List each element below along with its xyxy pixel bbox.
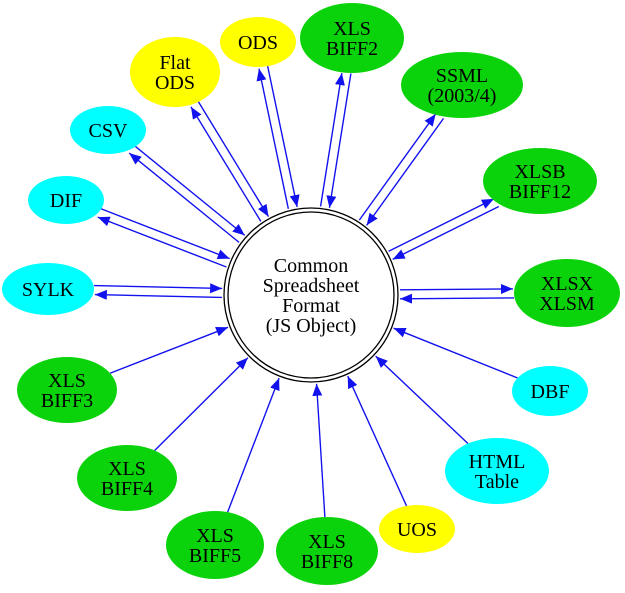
center-node-label: Spreadsheet xyxy=(263,275,360,297)
node-flat-ods-label: ODS xyxy=(155,72,195,94)
node-csv: CSV xyxy=(70,106,146,154)
edge-center-to-flat-ods xyxy=(190,106,262,222)
edge-uos-to-center xyxy=(347,375,408,507)
node-xls-biff5-shape xyxy=(166,511,264,579)
edge-xls-biff8-to-center xyxy=(312,383,326,518)
node-ssml-shape xyxy=(401,52,523,118)
center-node-inner-circle xyxy=(227,211,395,379)
edge-center-to-dif xyxy=(97,216,227,268)
node-dbf: DBF xyxy=(512,366,588,416)
nodes-layer: FlatODSODSXLSBIFF2SSML(2003/4)XLSBBIFF12… xyxy=(2,3,620,585)
node-dif-label: DIF xyxy=(50,190,82,212)
edge-html-table-to-center xyxy=(375,355,469,445)
node-ods: ODS xyxy=(220,17,296,67)
node-ssml: SSML(2003/4) xyxy=(401,52,523,118)
node-xlsx-xlsm-label: XLSM xyxy=(539,293,595,315)
edge-csv-to-center xyxy=(133,144,246,236)
node-uos-shape xyxy=(379,505,455,553)
node-xls-biff5-label: XLS xyxy=(196,525,234,547)
edge-center-to-xlsb-biff12 xyxy=(388,198,495,252)
node-xls-biff8-label: XLS xyxy=(308,531,346,553)
center-node-outer-circle xyxy=(223,207,399,383)
node-xls-biff2-label: XLS xyxy=(333,18,371,40)
node-flat-ods-shape xyxy=(130,37,220,107)
node-xls-biff8-shape xyxy=(276,517,378,585)
edge-sylk-to-center xyxy=(94,283,223,294)
node-csv-shape xyxy=(70,106,146,154)
node-sylk-label: SYLK xyxy=(22,279,75,301)
node-xls-biff2-shape xyxy=(300,3,404,73)
node-uos: UOS xyxy=(379,505,455,553)
node-sylk: SYLK xyxy=(2,263,94,315)
edge-dif-to-center xyxy=(99,207,230,260)
edges-layer xyxy=(94,65,518,518)
edge-xlsx-xlsm-to-center xyxy=(400,293,515,304)
edge-xls-biff5-to-center xyxy=(226,377,280,513)
node-dbf-label: DBF xyxy=(531,381,570,403)
edge-ssml-to-center xyxy=(366,117,445,226)
center-node-label: (JS Object) xyxy=(266,315,357,337)
node-xls-biff3-label: XLS xyxy=(48,370,86,392)
edge-center-to-xlsx-xlsm xyxy=(399,284,513,295)
edge-xls-biff4-to-center xyxy=(154,357,249,451)
node-xlsb-biff12-label: XLSB xyxy=(514,161,565,183)
edge-dbf-to-center xyxy=(393,327,518,379)
node-dbf-shape xyxy=(512,366,588,416)
center-node-label: Format xyxy=(282,295,340,317)
node-xlsx-xlsm-label: XLSX xyxy=(541,273,594,295)
node-flat-ods-label: Flat xyxy=(159,52,191,74)
edge-center-to-ssml xyxy=(358,113,437,221)
node-sylk-shape xyxy=(2,263,94,315)
node-csv-label: CSV xyxy=(89,120,128,142)
node-xlsx-xlsm-shape xyxy=(514,259,620,327)
node-uos-label: UOS xyxy=(397,519,437,541)
node-dif: DIF xyxy=(28,176,104,224)
node-xls-biff4-label: XLS xyxy=(108,458,146,480)
node-xlsb-biff12-label: BIFF12 xyxy=(509,181,571,203)
edge-center-to-ods xyxy=(256,68,290,209)
node-xls-biff3-shape xyxy=(17,357,117,423)
node-ssml-label: SSML xyxy=(436,65,488,87)
node-xls-biff8-label: BIFF8 xyxy=(301,551,353,573)
node-xls-biff3-label: BIFF3 xyxy=(41,390,93,412)
node-xls-biff4-label: BIFF4 xyxy=(101,478,153,500)
edge-center-to-xls-biff2 xyxy=(319,72,345,207)
node-xls-biff4-shape xyxy=(77,445,177,511)
edge-center-to-csv xyxy=(128,152,240,243)
edge-xls-biff2-to-center xyxy=(326,73,352,208)
edge-flat-ods-to-center xyxy=(197,100,270,218)
node-ssml-label: (2003/4) xyxy=(428,85,497,107)
node-html-table-label: Table xyxy=(475,471,519,493)
node-xls-biff2-label: BIFF2 xyxy=(326,38,378,60)
node-html-table-shape xyxy=(445,438,549,504)
node-dif-shape xyxy=(28,176,104,224)
edge-ods-to-center xyxy=(266,65,300,208)
edge-center-to-sylk xyxy=(94,289,222,300)
edge-xlsb-biff12-to-center xyxy=(392,205,500,260)
node-xlsb-biff12-shape xyxy=(483,148,597,214)
node-xls-biff5-label: BIFF5 xyxy=(189,545,241,567)
node-ods-shape xyxy=(220,17,296,67)
edge-xls-biff3-to-center xyxy=(109,326,229,374)
node-html-table-label: HTML xyxy=(469,451,526,473)
node-ods-label: ODS xyxy=(238,32,278,54)
center-node-label: Common xyxy=(274,255,348,277)
